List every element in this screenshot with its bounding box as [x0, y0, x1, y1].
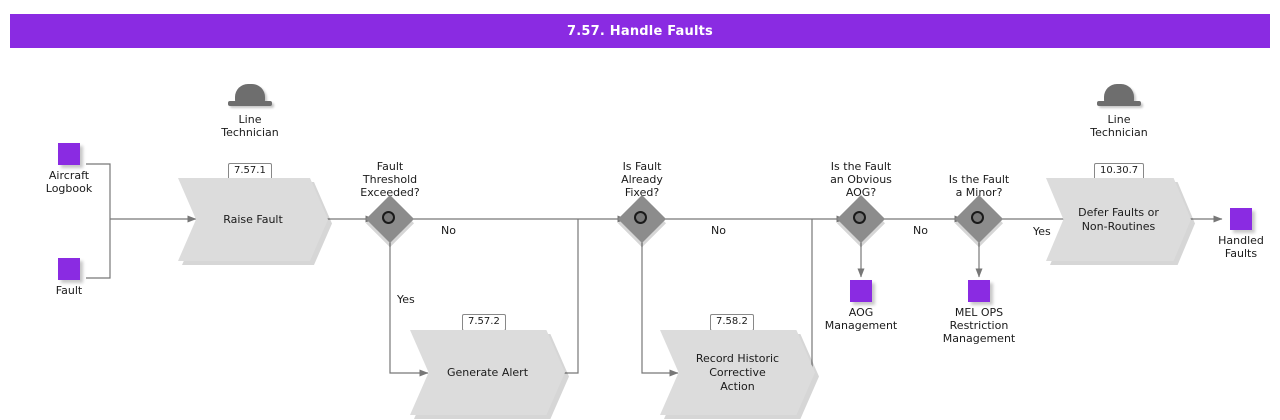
- edge-threshold-yes-to-generate-alert: [389, 238, 429, 377]
- data-object-aircraft-logbook[interactable]: Aircraft Logbook: [23, 143, 115, 195]
- chevron-body: [178, 178, 328, 261]
- data-object-label: Handled Faults: [1218, 234, 1264, 260]
- chevron-body: [410, 330, 565, 415]
- bowler-hat-icon: [228, 84, 272, 110]
- activity-generate-alert[interactable]: Generate Alert: [410, 330, 569, 419]
- activity-label: Generate Alert: [446, 365, 529, 379]
- data-object-label: AOG Management: [824, 306, 898, 332]
- decision-is-fault-already-fixed[interactable]: [617, 194, 667, 248]
- actor-label: Line Technician: [1090, 113, 1148, 139]
- activity-id-record-historic-corrective-action: 7.58.2: [710, 314, 754, 331]
- decision-circle-icon: [634, 211, 647, 224]
- actor-label: Line Technician: [221, 113, 279, 139]
- decision-circle-icon: [382, 211, 395, 224]
- chevron-body: [1046, 178, 1191, 261]
- data-object-mel-ops-restriction-management[interactable]: MEL OPS Restriction Management: [933, 280, 1025, 345]
- data-object-label: MEL OPS Restriction Management: [942, 306, 1016, 345]
- actor-line-technician-left: Line Technician: [205, 84, 295, 139]
- edge-logbook-to-merge: [86, 163, 111, 219]
- decision-circle-icon: [853, 211, 866, 224]
- decision-label-is-fault-already-fixed: Is Fault Already Fixed?: [621, 160, 663, 199]
- edge-label-threshold-yes: Yes: [397, 293, 415, 306]
- data-object-fault[interactable]: Fault: [23, 258, 115, 297]
- page-title: 7.57. Handle Faults: [567, 23, 713, 39]
- activity-id-generate-alert: 7.57.2: [462, 314, 506, 331]
- activity-defer-faults-or-non-routines[interactable]: Defer Faults or Non-Routines: [1046, 178, 1195, 265]
- data-object-aog-management[interactable]: AOG Management: [815, 280, 907, 332]
- data-object-icon: [1230, 208, 1252, 230]
- activity-label: Raise Fault: [223, 212, 283, 226]
- edge-label-threshold-no: No: [441, 224, 456, 237]
- data-object-icon: [58, 143, 80, 165]
- edge-label-minor-yes: Yes: [1033, 225, 1051, 238]
- edge-label-already-fixed-no: No: [711, 224, 726, 237]
- activity-raise-fault[interactable]: Raise Fault: [178, 178, 332, 265]
- edge-already-fixed-yes-to-record-historic: [641, 238, 679, 377]
- data-object-icon: [850, 280, 872, 302]
- decision-is-the-fault-an-obvious-aog[interactable]: [836, 194, 886, 248]
- chevron-body: [660, 330, 815, 415]
- activity-record-historic-corrective-action[interactable]: Record Historic Corrective Action: [660, 330, 819, 419]
- activity-label: Record Historic Corrective Action: [695, 351, 780, 393]
- data-object-icon: [968, 280, 990, 302]
- bowler-hat-icon: [1097, 84, 1141, 110]
- decision-fault-threshold-exceeded[interactable]: [365, 194, 415, 248]
- data-object-icon: [58, 258, 80, 280]
- decision-label-is-the-fault-an-obvious-aog: Is the Fault an Obvious AOG?: [830, 160, 892, 199]
- data-object-label: Fault: [55, 284, 83, 297]
- activity-label: Defer Faults or Non-Routines: [1078, 205, 1159, 233]
- data-object-handled-faults[interactable]: Handled Faults: [1195, 208, 1280, 260]
- decision-circle-icon: [971, 211, 984, 224]
- decision-is-the-fault-a-minor[interactable]: [954, 194, 1004, 248]
- actor-line-technician-right: Line Technician: [1074, 84, 1164, 139]
- edge-label-aog-no: No: [913, 224, 928, 237]
- decision-label-fault-threshold-exceeded: Fault Threshold Exceeded?: [360, 160, 420, 199]
- edge-fault-to-merge: [86, 219, 111, 279]
- data-object-label: Aircraft Logbook: [45, 169, 93, 195]
- decision-label-is-the-fault-a-minor: Is the Fault a Minor?: [948, 173, 1010, 199]
- diagram-title-bar: 7.57. Handle Faults: [10, 14, 1270, 48]
